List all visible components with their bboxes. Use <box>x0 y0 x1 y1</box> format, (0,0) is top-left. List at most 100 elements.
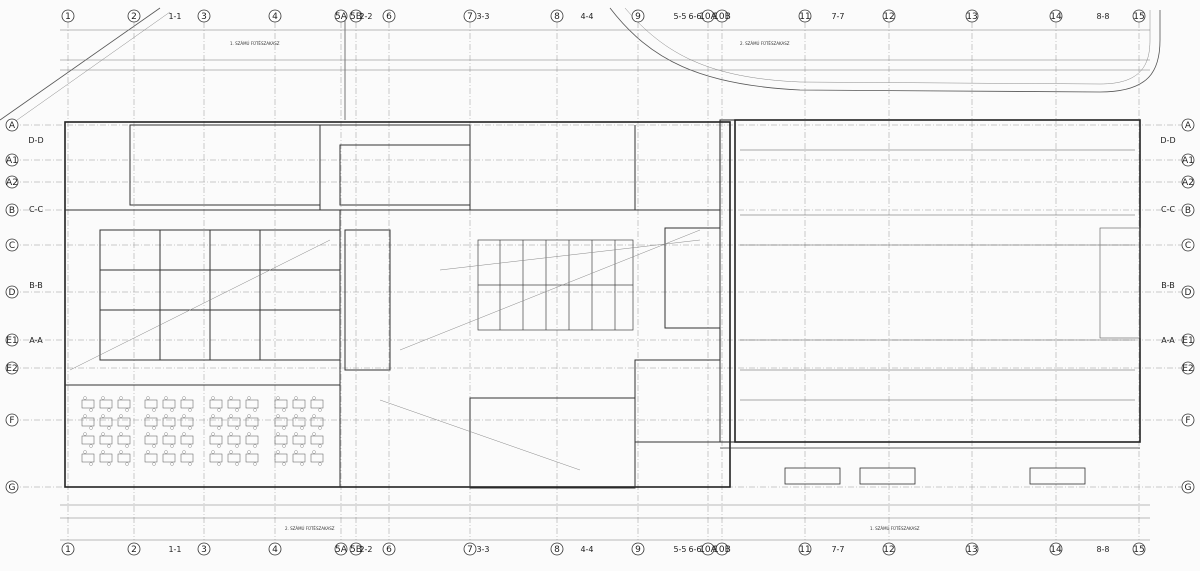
chair <box>188 462 192 466</box>
ramp-lines <box>69 229 701 471</box>
dining-table <box>117 399 131 409</box>
chair <box>101 414 105 418</box>
column-label-8-bottom: 8 <box>554 545 560 555</box>
interior-walls <box>65 124 721 489</box>
chair <box>119 450 123 454</box>
dining-table <box>209 417 223 427</box>
dining-table <box>99 435 113 445</box>
row-label-left-A: A <box>9 121 16 131</box>
chair <box>282 444 286 448</box>
chair <box>294 432 298 436</box>
chair <box>125 408 129 412</box>
dining-table <box>180 435 194 445</box>
column-bubble-9-bottom <box>631 542 645 556</box>
dining-table <box>227 435 241 445</box>
column-label-5B-top: 5B <box>350 12 362 22</box>
chair <box>83 414 87 418</box>
chair <box>276 450 280 454</box>
dining-table <box>99 399 113 409</box>
chair <box>188 426 192 430</box>
section-mark-2-2-bottom: 2-2 <box>359 545 372 554</box>
column-label-15-top: 15 <box>1133 12 1144 22</box>
chair <box>247 396 251 400</box>
chair <box>312 396 316 400</box>
row-bubble-left-D <box>5 285 19 299</box>
section-mark-7-7-top: 7-7 <box>831 12 844 21</box>
chair <box>146 432 150 436</box>
column-label-10B-bottom: 10B <box>713 545 731 555</box>
chair <box>89 444 93 448</box>
chair <box>217 462 221 466</box>
dining-table <box>180 417 194 427</box>
chair <box>300 426 304 430</box>
chair <box>107 426 111 430</box>
column-bubble-6-top <box>382 9 396 23</box>
chair <box>300 408 304 412</box>
dining-table <box>245 399 259 409</box>
dining-table <box>245 435 259 445</box>
dining-table <box>274 453 288 463</box>
chair <box>282 462 286 466</box>
column-label-11-bottom: 11 <box>799 545 810 555</box>
chair <box>229 450 233 454</box>
section-mark-right-D-D: D-D <box>1160 136 1175 145</box>
chair <box>253 444 257 448</box>
chair <box>217 408 221 412</box>
dining-table <box>227 399 241 409</box>
row-bubble-right-A1 <box>1181 153 1195 167</box>
chair <box>182 450 186 454</box>
column-bubble-11-bottom <box>798 542 812 556</box>
chair <box>235 426 239 430</box>
chair <box>89 408 93 412</box>
column-label-2-bottom: 2 <box>131 545 137 555</box>
section-mark-5-5-top: 5-5 <box>673 12 686 21</box>
chair <box>182 414 186 418</box>
site-road-curve-inner <box>624 7 1151 85</box>
section-mark-5-5-bottom: 5-5 <box>673 545 686 554</box>
column-bubble-10B-bottom <box>715 542 729 556</box>
column-bubble-7-bottom <box>463 542 477 556</box>
column-bubble-15-bottom <box>1132 542 1146 556</box>
dining-table <box>245 453 259 463</box>
chair <box>318 426 322 430</box>
row-bubble-right-A <box>1181 118 1195 132</box>
dining-table <box>180 399 194 409</box>
column-bubble-3-top <box>197 9 211 23</box>
chair <box>312 432 316 436</box>
column-bubble-13-top <box>965 9 979 23</box>
chair <box>300 444 304 448</box>
site-road-edge-left-inner <box>9 11 171 126</box>
chair <box>276 396 280 400</box>
column-bubble-13-bottom <box>965 542 979 556</box>
dining-table <box>144 417 158 427</box>
chair <box>229 414 233 418</box>
chair <box>312 450 316 454</box>
section-mark-right-C-C: C-C <box>1161 205 1175 214</box>
chair <box>107 408 111 412</box>
chair <box>211 396 215 400</box>
row-bubble-left-A1 <box>5 153 19 167</box>
dimension-lines <box>60 29 1150 541</box>
section-mark-3-3-bottom: 3-3 <box>476 545 489 554</box>
dining-table <box>310 399 324 409</box>
dining-table <box>99 417 113 427</box>
column-label-1-bottom: 1 <box>65 545 71 555</box>
row-label-left-A2: A2 <box>6 178 18 188</box>
column-label-15-bottom: 15 <box>1133 545 1144 555</box>
row-label-left-F: F <box>9 416 14 426</box>
dining-table <box>292 453 306 463</box>
section-mark-2-2-top: 2-2 <box>359 12 372 21</box>
row-bubble-left-F <box>5 413 19 427</box>
section-mark-left-B-B: B-B <box>29 281 43 290</box>
column-bubble-10B-top <box>715 9 729 23</box>
chair <box>318 444 322 448</box>
column-label-12-bottom: 12 <box>883 545 894 555</box>
chair <box>276 414 280 418</box>
chair <box>247 432 251 436</box>
column-bubble-11-top <box>798 9 812 23</box>
chair <box>182 432 186 436</box>
column-bubble-5A-top <box>334 9 348 23</box>
row-bubble-right-E1 <box>1181 333 1195 347</box>
